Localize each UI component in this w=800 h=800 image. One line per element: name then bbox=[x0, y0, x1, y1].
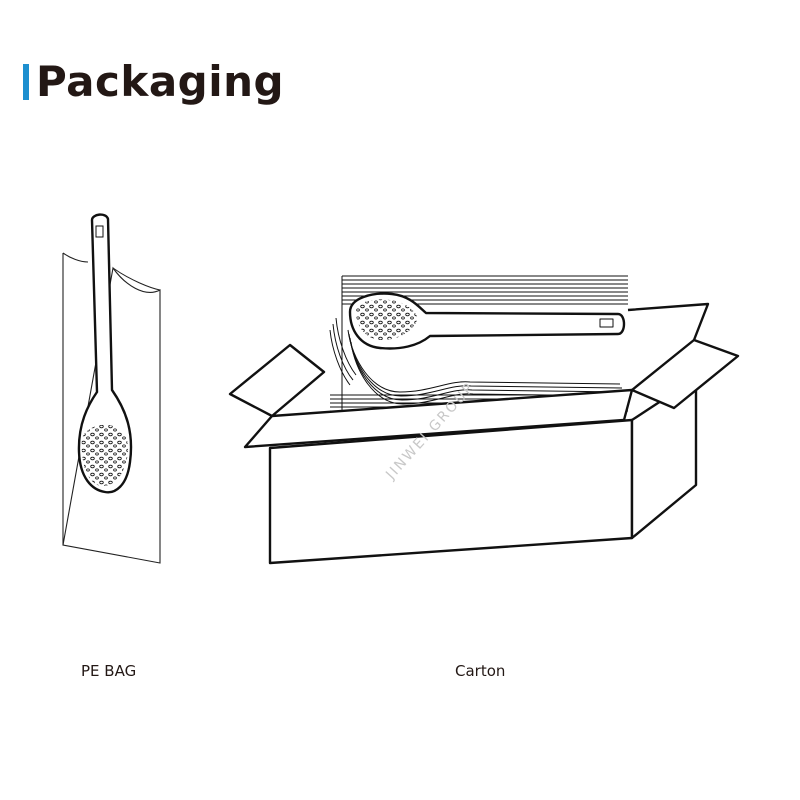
carton-label: Carton bbox=[455, 662, 506, 680]
title-accent-bar bbox=[23, 64, 29, 100]
pe-bag-outline bbox=[62, 252, 161, 564]
spoon-top-icon bbox=[348, 292, 626, 350]
carton-flap-right bbox=[630, 338, 740, 410]
carton-flap-back bbox=[627, 302, 710, 341]
carton-flap-left bbox=[228, 343, 326, 418]
spoon-icon bbox=[77, 213, 133, 494]
carton-icon bbox=[228, 275, 740, 565]
pe-bag-icon bbox=[62, 252, 161, 564]
page-title: Packaging bbox=[36, 57, 285, 106]
pe-bag-label: PE BAG bbox=[81, 662, 137, 680]
